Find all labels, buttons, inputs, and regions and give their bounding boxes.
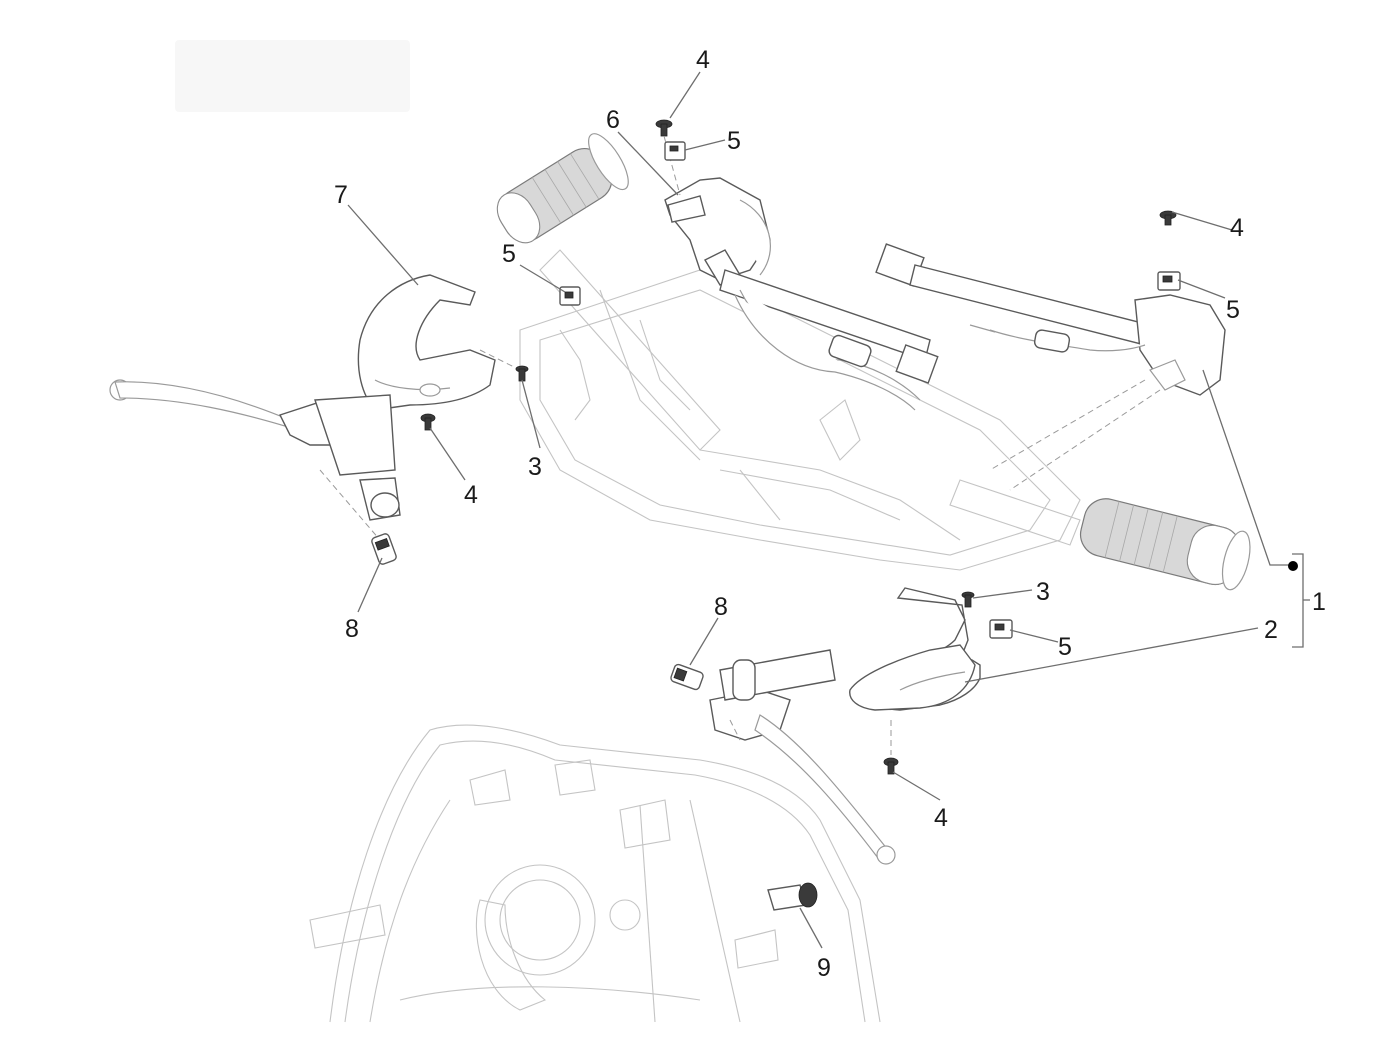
connector-9	[767, 882, 818, 911]
right-switch-cover	[849, 587, 981, 711]
callout-8-right: 8	[714, 593, 728, 621]
callout-5-right-bottom: 5	[1058, 633, 1072, 661]
clip-nut-5-left	[559, 286, 581, 306]
clip-nut-5-right-bottom	[989, 619, 1013, 639]
right-brake-lever	[709, 649, 896, 865]
watermark	[175, 40, 410, 112]
callout-2: 2	[1264, 616, 1278, 644]
screw-4-right-top	[1159, 210, 1177, 226]
clip-nut-5-right-top	[1157, 271, 1181, 291]
callout-5-top: 5	[727, 127, 741, 155]
bottom-margin	[0, 1024, 1400, 1052]
left-switch-cover	[357, 274, 521, 411]
callout-5-left: 5	[502, 240, 516, 268]
callout-7: 7	[334, 181, 348, 209]
callout-5-right-top: 5	[1226, 296, 1240, 324]
screw-3-right	[961, 591, 975, 608]
callout-4-right-top: 4	[1230, 214, 1244, 242]
left-grip	[496, 133, 721, 451]
right-switch-assembly	[875, 243, 1226, 491]
clip-nut-5-top	[664, 141, 686, 161]
screw-3-left	[515, 365, 529, 382]
callout-3-right: 3	[1036, 578, 1050, 606]
switch-8-right	[670, 663, 704, 691]
screw-4-left	[420, 413, 436, 431]
callout-1: 1	[1312, 588, 1326, 616]
callout-4-left: 4	[464, 481, 478, 509]
handlebar-frame	[519, 269, 1081, 571]
callout-3-left: 3	[528, 453, 542, 481]
callout-6: 6	[606, 106, 620, 134]
callout-8-left: 8	[345, 615, 359, 643]
assembly-dot	[1288, 561, 1298, 571]
headlight-housing	[309, 724, 881, 1023]
switch-8-left	[371, 533, 397, 565]
callout-4-right-bottom: 4	[934, 804, 948, 832]
right-grip	[949, 479, 1251, 591]
left-switch-assembly	[664, 177, 939, 411]
callout-9: 9	[817, 954, 831, 982]
callout-numbers: 1 2 3 3 4 4 4 4 5 5 5 5 6 7 8 8 9	[334, 46, 1326, 982]
group-bracket	[1288, 553, 1310, 648]
left-brake-lever	[109, 379, 401, 541]
callout-4-top: 4	[696, 46, 710, 74]
screw-4-right-bottom	[883, 720, 899, 775]
leader-lines	[347, 71, 1293, 949]
